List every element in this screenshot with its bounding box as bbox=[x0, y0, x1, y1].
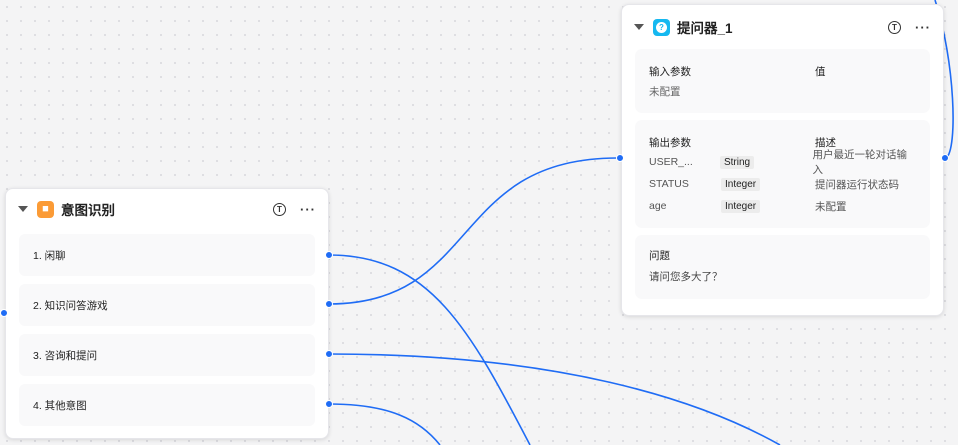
input-params-section: 输入参数 值 未配置 bbox=[635, 49, 930, 113]
question-node-header[interactable]: ? 提问器_1 T ··· bbox=[622, 5, 943, 49]
type-tag: String bbox=[719, 156, 755, 169]
intent-item-label: 3. 咨询和提问 bbox=[33, 349, 98, 362]
edge-quiz bbox=[328, 157, 618, 305]
intent-output-port-4[interactable] bbox=[325, 400, 333, 408]
question-output-port[interactable] bbox=[941, 154, 949, 162]
intent-item[interactable]: 3. 咨询和提问 bbox=[19, 334, 315, 376]
desc-header: 描述 bbox=[815, 136, 836, 149]
param-name: age bbox=[649, 200, 667, 212]
output-row: USER_... String 用户最近一轮对话输入 bbox=[649, 149, 916, 176]
output-row: age Integer 未配置 bbox=[649, 195, 916, 217]
question-glyph: ? bbox=[656, 21, 667, 33]
question-input-port[interactable] bbox=[616, 154, 624, 162]
collapse-caret-icon[interactable] bbox=[634, 24, 644, 30]
edge-other bbox=[328, 403, 441, 445]
intent-node[interactable]: ■ 意图识别 T ··· 1. 闲聊 2. 知识问答游戏 3. 咨询和提问 4.… bbox=[5, 188, 329, 439]
collapse-caret-icon[interactable] bbox=[18, 206, 28, 212]
intent-output-port-3[interactable] bbox=[325, 350, 333, 358]
output-row: STATUS Integer 提问器运行状态码 bbox=[649, 173, 916, 195]
node-title: 意图识别 bbox=[61, 203, 115, 218]
param-name: STATUS bbox=[649, 178, 689, 190]
edge-chat bbox=[328, 254, 531, 445]
edge-consult bbox=[328, 353, 781, 445]
question-section: 问题 请问您多大了？ bbox=[635, 235, 930, 299]
input-params-header: 输入参数 bbox=[649, 65, 691, 78]
question-header: 问题 bbox=[649, 250, 670, 262]
more-icon[interactable]: ··· bbox=[915, 19, 931, 35]
intent-item[interactable]: 2. 知识问答游戏 bbox=[19, 284, 315, 326]
text-t-icon[interactable]: T bbox=[888, 20, 901, 34]
type-tag: Integer bbox=[721, 200, 761, 213]
more-icon[interactable]: ··· bbox=[300, 201, 316, 217]
input-empty: 未配置 bbox=[649, 86, 681, 98]
question-node[interactable]: ? 提问器_1 T ··· 输入参数 值 未配置 输出参数 描述 USER_... S… bbox=[621, 4, 944, 316]
param-desc: 未配置 bbox=[815, 200, 847, 213]
question-text: 请问您多大了？ bbox=[649, 271, 723, 283]
intent-icon: ■ bbox=[37, 200, 54, 218]
value-header: 值 bbox=[815, 65, 826, 78]
intent-input-port[interactable] bbox=[0, 309, 8, 317]
param-name: USER_... bbox=[649, 156, 693, 168]
intent-item-label: 4. 其他意图 bbox=[33, 399, 87, 412]
text-t-icon[interactable]: T bbox=[273, 202, 286, 216]
intent-item-label: 1. 闲聊 bbox=[33, 249, 66, 262]
intent-node-header[interactable]: ■ 意图识别 T ··· bbox=[6, 189, 328, 229]
intent-output-port-2[interactable] bbox=[325, 300, 333, 308]
output-params-header: 输出参数 bbox=[649, 136, 691, 149]
type-tag: Integer bbox=[721, 178, 761, 191]
output-params-section: 输出参数 描述 USER_... String 用户最近一轮对话输入 STATUS In… bbox=[635, 120, 930, 228]
intent-output-port-1[interactable] bbox=[325, 251, 333, 259]
param-desc: 提问器运行状态码 bbox=[815, 178, 899, 191]
node-title: 提问器_1 bbox=[677, 21, 733, 36]
intent-item[interactable]: 1. 闲聊 bbox=[19, 234, 315, 276]
question-icon: ? bbox=[653, 18, 670, 36]
intent-item-label: 2. 知识问答游戏 bbox=[33, 299, 108, 312]
param-desc: 用户最近一轮对话输入 bbox=[812, 149, 908, 176]
intent-item[interactable]: 4. 其他意图 bbox=[19, 384, 315, 426]
